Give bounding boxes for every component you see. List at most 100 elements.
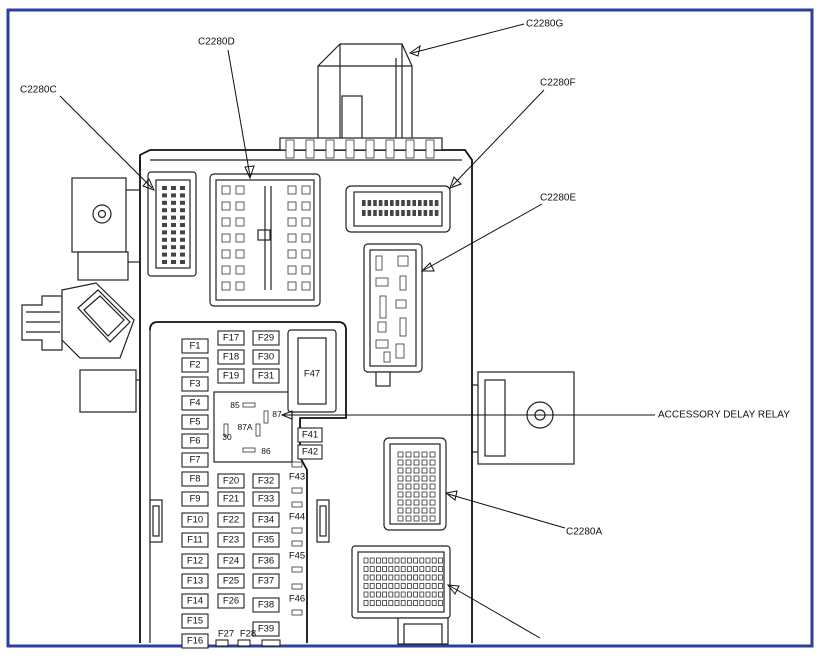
- fuse-label: F20: [223, 476, 239, 487]
- c2280f-pin-grid: [362, 200, 439, 216]
- fuse-f16: F16: [181, 633, 209, 649]
- connector-c2280g: [279, 43, 443, 159]
- fuse-label: F24: [223, 556, 239, 567]
- fuse-f44: F44: [289, 501, 305, 534]
- fuse-label: F19: [223, 371, 239, 382]
- fuse-f32: F32: [252, 473, 280, 489]
- fuse-label: F1: [189, 341, 200, 352]
- fuse-label: F22: [223, 515, 239, 526]
- fuse-label: F4: [189, 398, 200, 409]
- connector-c2280c: [147, 171, 197, 277]
- fuse-f35: F35: [252, 532, 280, 548]
- fuse-f21: F21: [217, 491, 245, 507]
- fuse-label: F11: [187, 535, 203, 546]
- label-c2280d: C2280D: [198, 37, 235, 48]
- fuse-label: F18: [223, 352, 239, 363]
- fuse-label: F32: [258, 476, 274, 487]
- fuse-f8: F8: [181, 471, 209, 487]
- fuse-f31: F31: [252, 368, 280, 384]
- fuse-label: F3: [189, 379, 200, 390]
- fuse-f9: F9: [181, 491, 209, 507]
- fuse-label: F23: [223, 535, 239, 546]
- fuse-f19: F19: [217, 368, 245, 384]
- relay-pin-86: 86: [261, 446, 271, 456]
- fuse-box-housing: [21, 149, 575, 643]
- fuse-f30: F30: [252, 349, 280, 365]
- fuse-f33: F33: [252, 491, 280, 507]
- fuse-f24: F24: [217, 553, 245, 569]
- fuse-f28: F28: [240, 629, 256, 640]
- fuse-f2: F2: [181, 357, 209, 373]
- fuse-f47: F47: [287, 329, 337, 413]
- fuse-f43: F43: [289, 461, 305, 494]
- fuse-label: F33: [258, 494, 274, 505]
- fuse-label: F37: [258, 576, 274, 587]
- fuse-f37: F37: [252, 573, 280, 589]
- fuse-f5: F5: [181, 414, 209, 430]
- fuse-label: F41: [302, 430, 318, 441]
- fuse-f22: F22: [217, 512, 245, 528]
- connector-c2280f: [345, 185, 451, 233]
- fuse-f4: F4: [181, 395, 209, 411]
- label-accessory-delay-relay: ACCESSORY DELAY RELAY: [658, 410, 790, 421]
- fuse-f10: F10: [181, 512, 209, 528]
- fuse-label: F14: [187, 596, 203, 607]
- fuse-f38: F38: [252, 597, 280, 613]
- fuse-f25: F25: [217, 573, 245, 589]
- fuse-f26: F26: [217, 593, 245, 609]
- fuse-f3: F3: [181, 376, 209, 392]
- fuse-label: F29: [258, 333, 274, 344]
- fuse-label: F13: [187, 576, 203, 587]
- fuse-f12: F12: [181, 553, 209, 569]
- label-c2280f: C2280F: [540, 78, 576, 89]
- fuse-label: F15: [187, 616, 203, 627]
- accessory-delay-relay: 85 87 87A 30 86: [213, 391, 293, 463]
- fuse-f45: F45: [289, 540, 305, 573]
- fuse-f6: F6: [181, 433, 209, 449]
- fuse-f14: F14: [181, 593, 209, 609]
- fuse-label: F10: [187, 515, 203, 526]
- connector-bottom-right: [351, 545, 451, 645]
- fuse-label: F38: [258, 600, 274, 611]
- fuse-label: F42: [302, 447, 318, 458]
- fuse-f27: F27: [218, 629, 234, 640]
- fuse-f46: F46: [289, 583, 305, 616]
- label-c2280c: C2280C: [20, 85, 57, 96]
- relay-pin-30: 30: [222, 432, 232, 442]
- diagram-frame: [6, 8, 814, 648]
- fuse-label: F16: [187, 636, 203, 647]
- leader-lines: [59, 23, 655, 639]
- fuse-label: F9: [189, 494, 200, 505]
- label-c2280g: C2280G: [526, 19, 563, 30]
- fuse-label: F5: [189, 417, 200, 428]
- bottom-connector-pin-grid: [363, 557, 443, 606]
- fuse-label: F46: [289, 594, 305, 605]
- fuse-f23: F23: [217, 532, 245, 548]
- c2280a-pin-grid: [397, 451, 436, 522]
- connector-c2280d: [209, 173, 321, 307]
- relay-pin-87: 87: [272, 409, 282, 419]
- fuse-f17: F17: [217, 330, 245, 346]
- fuse-label: F44: [289, 512, 305, 523]
- label-c2280a: C2280A: [566, 527, 602, 538]
- fuse-f13: F13: [181, 573, 209, 589]
- fuse-f20: F20: [217, 473, 245, 489]
- c2280e-pin-grid: [375, 255, 409, 363]
- fuse-label: F7: [189, 455, 200, 466]
- fuse-f18: F18: [217, 349, 245, 365]
- fuse-f39: F39: [252, 621, 280, 637]
- fuse-label: F21: [223, 494, 239, 505]
- fuse-label: F17: [223, 333, 239, 344]
- fuse-f11: F11: [181, 532, 209, 548]
- c2280d-pin-grid: [221, 185, 311, 291]
- fuse-label: F12: [187, 556, 203, 567]
- fuse-f34: F34: [252, 512, 280, 528]
- fuse-label: F35: [258, 535, 274, 546]
- fuse-label: F31: [258, 371, 274, 382]
- fuse-label: F25: [223, 576, 239, 587]
- fuse-f42: F42: [297, 444, 323, 460]
- connector-c2280a: [383, 437, 447, 531]
- connector-c2280e: [363, 243, 423, 387]
- fuse-label: F45: [289, 551, 305, 562]
